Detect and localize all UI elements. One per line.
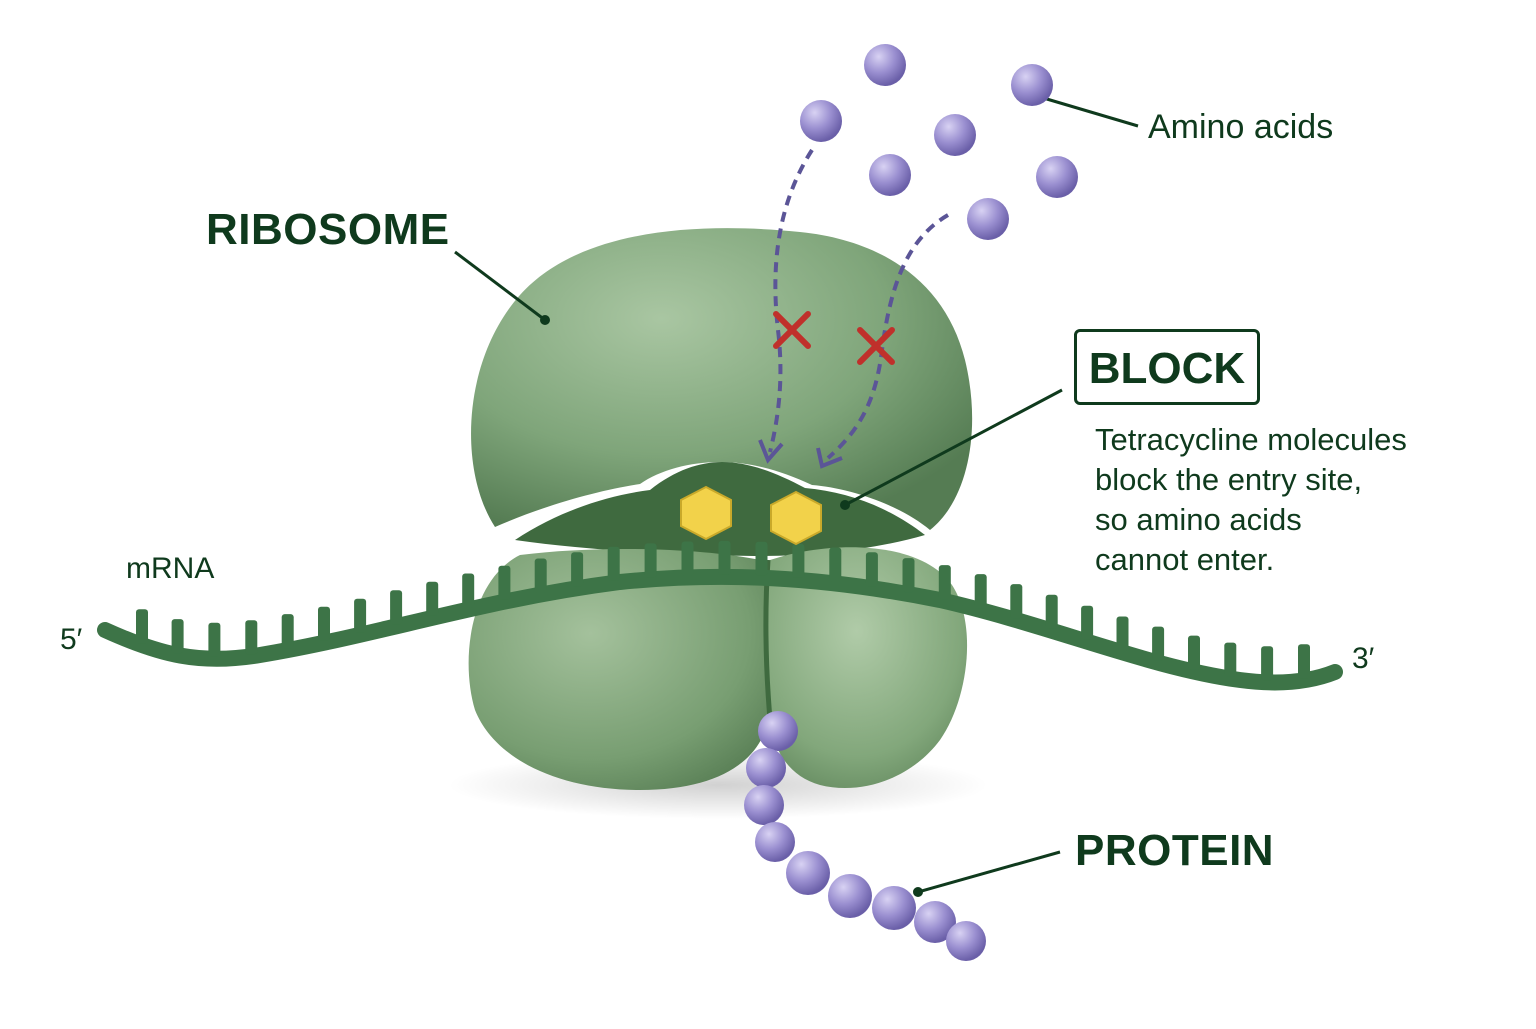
mrna-base (245, 620, 258, 655)
mrna-base (426, 581, 439, 616)
block-description-line: Tetracycline molecules (1095, 422, 1407, 457)
arrow-path-left (768, 148, 814, 453)
mrna-base (681, 541, 694, 576)
mrna-base (281, 614, 294, 649)
block-description-line: cannot enter. (1095, 542, 1275, 577)
block-pointer-dot (840, 500, 850, 510)
amino-acid (967, 198, 1009, 240)
mrna-base (1298, 644, 1310, 679)
mrna-base (644, 543, 657, 578)
amino-acid (869, 154, 911, 196)
tetracycline-molecule-icon (680, 485, 732, 541)
mrna-strand (97, 540, 1343, 691)
free-amino-acids (800, 44, 1078, 240)
block-mark-right-icon (857, 327, 895, 365)
protein-chain (744, 711, 986, 961)
mrna-base (171, 619, 184, 654)
mrna-base (718, 540, 731, 575)
mrna-base (1045, 594, 1058, 629)
protein-label: PROTEIN (1075, 826, 1275, 875)
block-description-line: so amino acids (1095, 502, 1302, 537)
mrna-base (974, 574, 987, 609)
ribosome-small-subunit-left (468, 548, 774, 790)
block-description-line: block the entry site, (1095, 462, 1363, 497)
protein-residue (914, 901, 956, 943)
mrna-base (607, 546, 620, 581)
block-label: BLOCK (1088, 344, 1246, 393)
mrna-base (792, 543, 805, 578)
protein-residue (786, 851, 830, 895)
mrna-label: mRNA (126, 552, 215, 585)
ribosome-pointer (454, 250, 546, 322)
mrna-base (208, 622, 221, 657)
protein-residue (746, 748, 786, 788)
block-pointer (844, 388, 1063, 507)
mrna-base (1152, 626, 1165, 661)
mrna-base (571, 552, 584, 587)
protein-residue (758, 711, 798, 751)
mrna-base (1261, 646, 1274, 681)
ribosome-label: RIBOSOME (206, 205, 450, 254)
arrowhead-left (758, 439, 784, 464)
amino-acid (1036, 156, 1078, 198)
protein-residue (755, 822, 795, 862)
mrna-base (755, 541, 768, 576)
protein-residue (872, 886, 916, 930)
protein-pointer (917, 850, 1061, 894)
mrna-base (136, 609, 148, 644)
mrna-base (1188, 635, 1200, 670)
mrna-base (829, 547, 842, 582)
protein-residue (946, 921, 986, 961)
amino-acids-label: Amino acids (1148, 108, 1334, 146)
mrna-base (1116, 616, 1129, 651)
mrna-base (1224, 642, 1237, 677)
mrna-base (390, 590, 403, 625)
mrna-base (938, 565, 951, 600)
block-callout-box: BLOCK (1074, 329, 1260, 405)
block-description: Tetracycline molecules block the entry s… (1095, 420, 1407, 580)
mrna-base (1010, 584, 1023, 619)
mrna-base (498, 565, 511, 600)
five-prime-label: 5′ (60, 623, 83, 656)
mrna-base (462, 573, 475, 608)
protein-residue (744, 785, 784, 825)
amino-acid (1011, 64, 1053, 106)
protein-residue (828, 874, 872, 918)
amino-acids-pointer (1039, 95, 1139, 128)
ribosome-pointer-dot (540, 315, 550, 325)
ribosome-large-subunit (471, 228, 973, 530)
mrna-base (1081, 605, 1094, 640)
mrna-base (318, 606, 330, 641)
mrna-base (354, 598, 367, 633)
amino-acid (800, 100, 842, 142)
mrna-base (534, 558, 547, 593)
mrna-base (902, 558, 915, 593)
protein-pointer-dot (913, 887, 923, 897)
amino-acid (864, 44, 906, 86)
tetracycline-molecule-icon (770, 490, 822, 546)
amino-acid (934, 114, 976, 156)
mrna-base (865, 552, 878, 587)
arrowhead-right (816, 447, 843, 469)
ribosome-small-subunit-right (766, 547, 968, 788)
block-mark-left-icon (773, 311, 811, 349)
three-prime-label: 3′ (1352, 642, 1375, 675)
